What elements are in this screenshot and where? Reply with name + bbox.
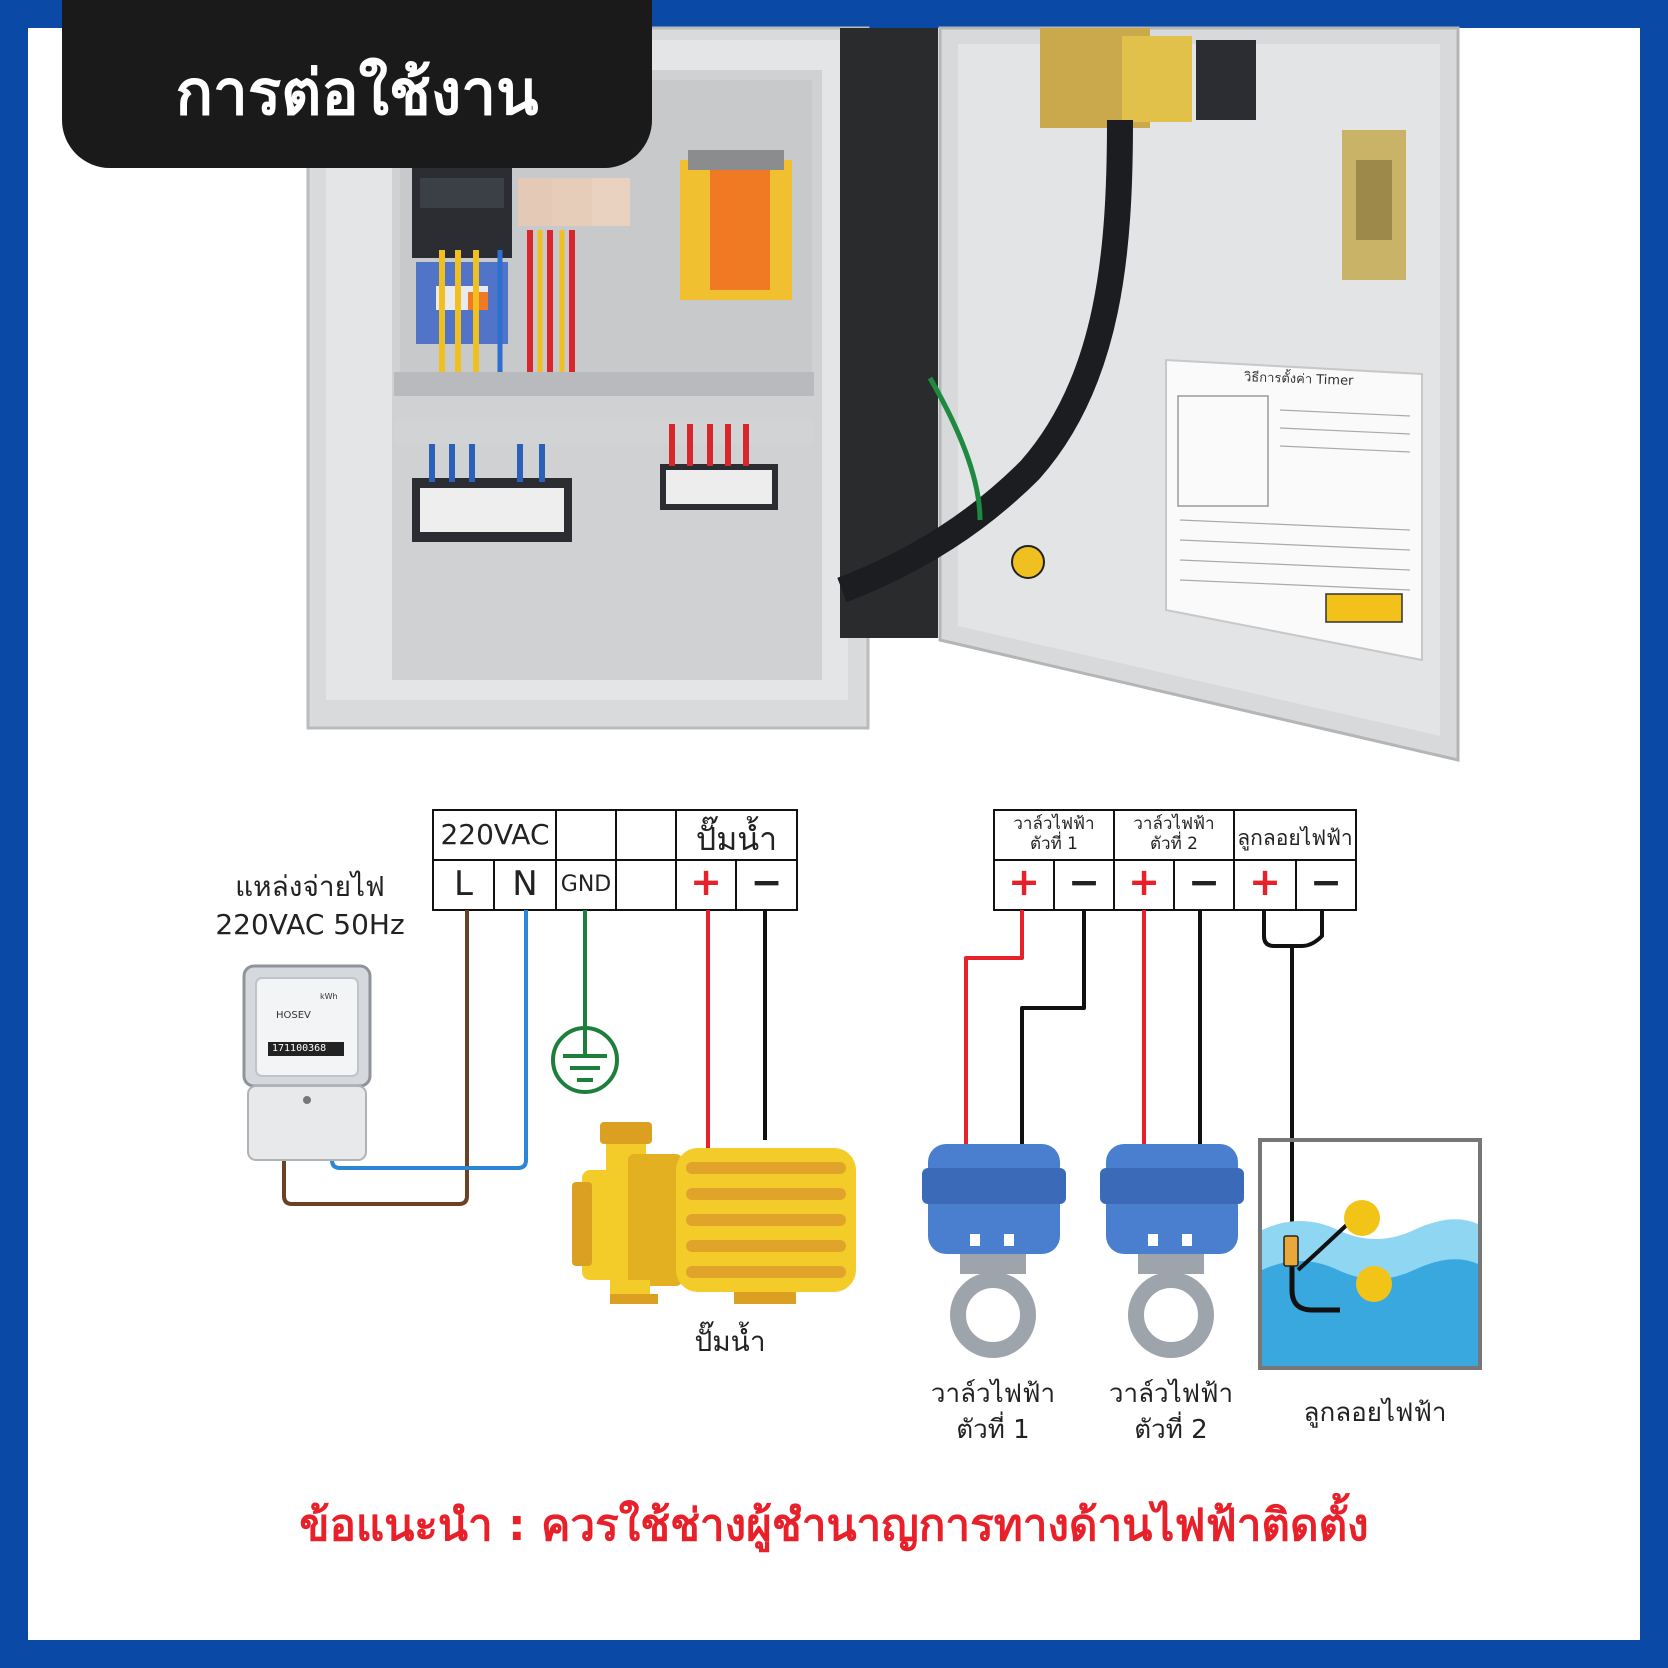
io-header-valve1-line1: วาล์วไฟฟ้า [1013,814,1095,834]
title-badge: การต่อใช้งาน [62,0,652,168]
terminal-pump-minus: − [750,860,783,904]
power-header-220vac: 220VAC [440,818,550,851]
valve-2-label: วาล์วไฟฟ้า ตัวที่ 2 [1096,1376,1246,1448]
power-terminal-table [432,809,798,911]
terminal-float-minus: − [1310,860,1342,904]
timer-sheet-title: วิธีการตั้งค่า Timer [1243,370,1354,389]
blue-wire-n [330,910,528,1170]
valve-2-label-line2: ตัวที่ 2 [1134,1415,1208,1445]
terminal-valve1-minus: − [1068,860,1100,904]
io-header-float: ลูกลอยไฟฟ้า [1237,826,1353,850]
black-wire-valve1 [1020,910,1086,1148]
io-header-valve2: วาล์วไฟฟ้า ตัวที่ 2 [1114,814,1234,854]
valve-1-label-line1: วาล์วไฟฟ้า [930,1379,1056,1409]
io-header-valve2-line2: ตัวที่ 2 [1149,834,1198,854]
page-title: การต่อใช้งาน [175,56,539,129]
valve-2-label-line1: วาล์วไฟฟ้า [1108,1379,1234,1409]
meter-serial: 171100368 [272,1043,327,1054]
float-switch-label: ลูกลอยไฟฟ้า [1303,1398,1447,1428]
io-terminal-table [993,809,1357,911]
water-pump-icon [572,1122,856,1304]
terminal-pump-plus: + [690,860,722,904]
red-wire-valve1 [964,910,1024,1148]
valve-1-icon [922,1144,1066,1358]
electric-meter-icon [242,964,372,1161]
wires [282,910,1324,1278]
terminal-float-plus: + [1249,860,1281,904]
io-header-valve1-line2: ตัวที่ 1 [1029,834,1078,854]
power-supply-line2: 220VAC 50Hz [215,908,405,941]
brown-wire-l [282,910,469,1206]
pump-label: ปั๊มน้ำ [694,1325,766,1358]
terminal-valve2-plus: + [1128,860,1160,904]
power-supply-line1: แหล่งจ่ายไฟ [235,870,385,903]
valve-1-label: วาล์วไฟฟ้า ตัวที่ 1 [918,1376,1068,1448]
terminal-l: L [454,864,473,904]
valve-2-icon [1100,1144,1244,1358]
meter-brand: HOSEV [276,1010,311,1021]
power-supply-label: แหล่งจ่ายไฟ 220VAC 50Hz [200,868,420,944]
control-cabinet [306,26,1460,762]
terminal-valve1-plus: + [1008,860,1040,904]
io-header-valve2-line1: วาล์วไฟฟ้า [1133,814,1215,834]
valve-1-label-line2: ตัวที่ 1 [956,1415,1030,1445]
installation-advice: ข้อแนะนำ : ควรใช้ช่างผู้ชำนาญการทางด้านไ… [299,1500,1369,1551]
water-tank-icon [1258,1138,1482,1370]
ground-icon [551,1026,619,1094]
terminal-valve2-minus: − [1188,860,1220,904]
io-header-valve1: วาล์วไฟฟ้า ตัวที่ 1 [994,814,1114,854]
terminal-gnd: GND [560,872,612,897]
meter-unit: kWh [320,992,338,1001]
terminal-n: N [512,864,538,904]
power-header-pump: ปั๊มน้ำ [695,820,778,858]
